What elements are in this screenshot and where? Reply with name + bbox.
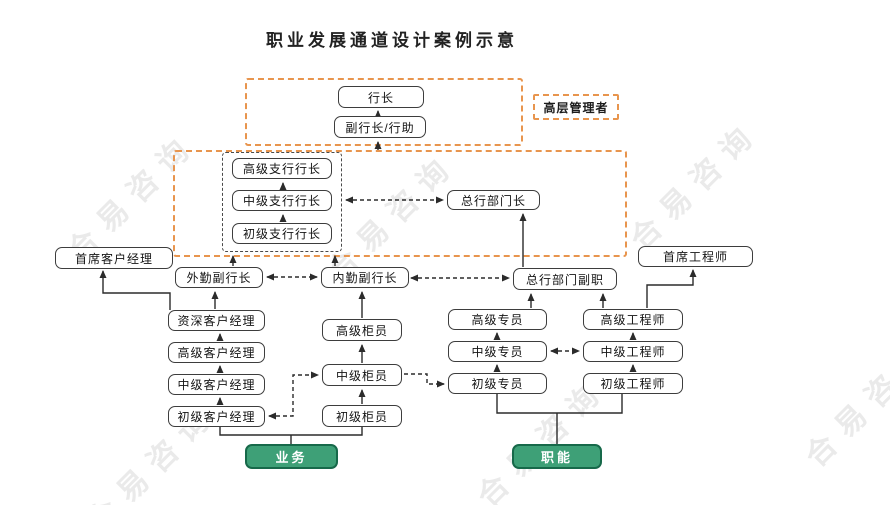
branch-president-subgroup-outline <box>222 152 342 252</box>
node-teller-mid: 中级柜员 <box>322 364 402 386</box>
business-channel-merge-line <box>219 427 363 436</box>
node-vice-president: 副行长/行助 <box>334 116 426 138</box>
node-engineer-mid: 中级工程师 <box>583 341 683 362</box>
middle-management-group-outline <box>173 150 627 257</box>
node-customer-manager-expert: 资深客户经理 <box>168 310 265 331</box>
node-customer-manager-senior: 高级客户经理 <box>168 342 265 363</box>
node-branch-head-senior: 高级支行行长 <box>232 158 332 179</box>
channel-business: 业务 <box>245 444 338 469</box>
node-engineer-junior: 初级工程师 <box>583 373 683 394</box>
node-chief-engineer: 首席工程师 <box>638 246 753 267</box>
node-customer-manager-mid: 中级客户经理 <box>168 374 265 395</box>
node-specialist-mid: 中级专员 <box>448 341 547 362</box>
top-management-group-outline <box>245 78 523 146</box>
node-specialist-junior: 初级专员 <box>448 373 547 394</box>
node-engineer-senior: 高级工程师 <box>583 309 683 330</box>
node-ho-dept-head: 总行部门长 <box>447 190 540 210</box>
node-teller-senior: 高级柜员 <box>322 319 402 341</box>
node-specialist-senior: 高级专员 <box>448 309 547 330</box>
node-president: 行长 <box>338 86 424 108</box>
node-chief-customer-manager: 首席客户经理 <box>55 247 173 269</box>
node-branch-head-mid: 中级支行行长 <box>232 190 332 211</box>
transfer-junior-cm-mid-teller <box>268 371 319 420</box>
node-ho-dept-deputy: 总行部门副职 <box>513 268 617 290</box>
function-channel-merge-line <box>496 394 623 414</box>
arrow-expert-cm-to-chief-cm <box>99 270 171 310</box>
channel-function: 职能 <box>512 444 602 469</box>
node-field-vice-president: 外勤副行长 <box>175 267 263 288</box>
node-customer-manager-junior: 初级客户经理 <box>168 406 265 427</box>
node-branch-head-junior: 初级支行行长 <box>232 223 332 244</box>
node-teller-junior: 初级柜员 <box>322 405 402 427</box>
arrow-senior-engineer-to-chief-engineer <box>646 269 697 308</box>
node-internal-vice-president: 内勤副行长 <box>321 267 409 288</box>
diagram-title: 职业发展通道设计案例示意 <box>266 31 518 50</box>
senior-management-label: 高层管理者 <box>533 94 619 120</box>
transfer-mid-teller-junior-specialist <box>404 373 445 388</box>
